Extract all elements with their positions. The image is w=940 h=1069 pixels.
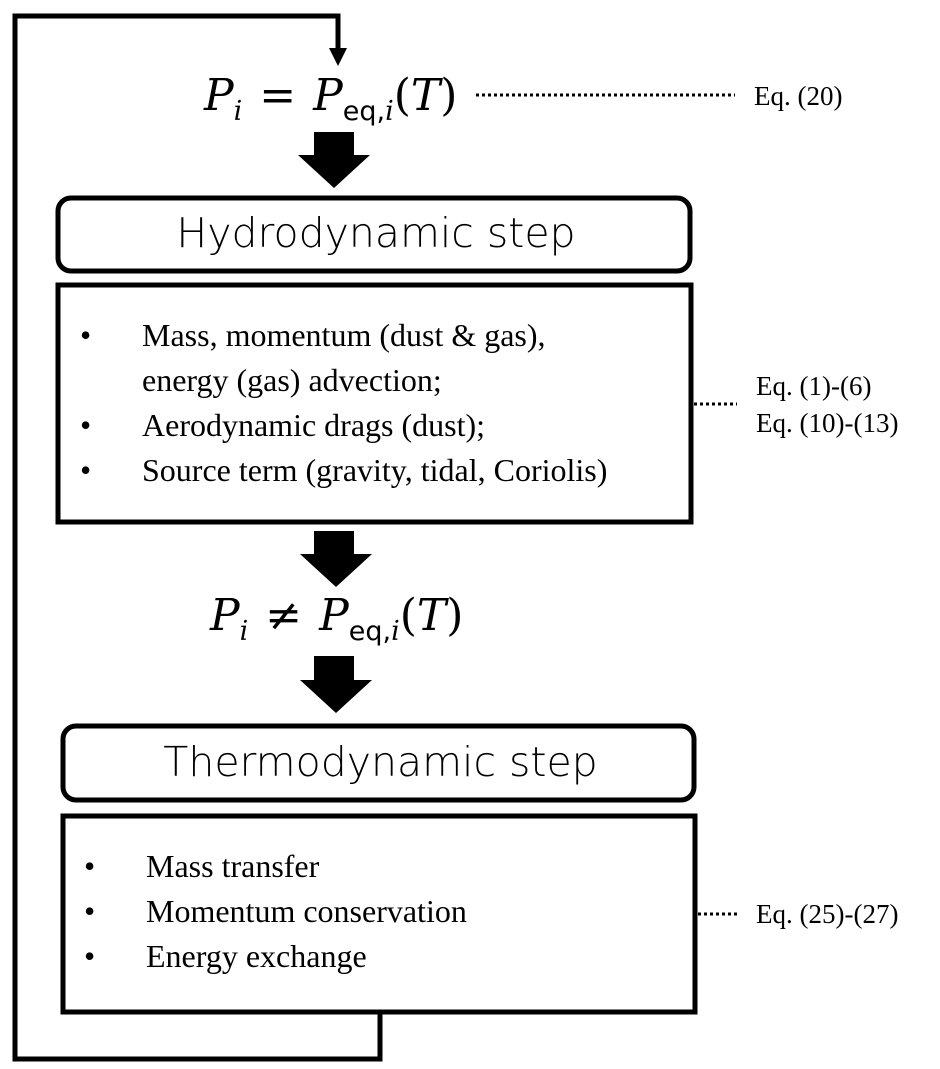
list-item: energy (gas) advection; [80, 358, 607, 403]
eq-ref-20: Eq. (20) [754, 81, 843, 111]
list-item-text: Momentum conservation [146, 893, 467, 929]
bullet: • [80, 452, 92, 488]
hydro-step-title: Hydrodynamic step [176, 209, 576, 257]
list-item: • Aerodynamic drags (dust); [80, 403, 607, 448]
formula-equilibrium: Pi = Peq,i(T) [204, 70, 458, 127]
list-item: • Energy exchange [84, 934, 467, 979]
bullet: • [84, 848, 96, 884]
hydro-title-box [55, 195, 693, 274]
bullet: • [80, 317, 92, 353]
thermo-content-box [60, 813, 698, 1015]
thermo-title-box [60, 723, 697, 803]
list-item: • Mass, momentum (dust & gas), [80, 313, 607, 358]
list-item-text: Mass transfer [146, 848, 320, 884]
hydro-items-list: • Mass, momentum (dust & gas), energy (g… [80, 313, 607, 493]
list-item-text: energy (gas) advection; [142, 362, 442, 398]
thermo-items-list: • Mass transfer • Momentum conservation … [84, 844, 467, 979]
eq-ref-10-13: Eq. (10)-(13) [756, 408, 899, 438]
down-arrow-3 [300, 656, 372, 713]
list-item-text: Energy exchange [146, 938, 367, 974]
loop-back-arrowhead [329, 48, 347, 66]
down-arrow-2 [300, 531, 372, 587]
bullet: • [84, 938, 96, 974]
hydro-content-box [55, 282, 694, 525]
list-item-text: Mass, momentum (dust & gas), [142, 317, 546, 353]
list-item-text: Source term (gravity, tidal, Coriolis) [142, 452, 608, 488]
bullet: • [84, 893, 96, 929]
loop-back-line [12, 13, 383, 1062]
list-item: • Momentum conservation [84, 889, 467, 934]
eq-ref-1-6: Eq. (1)-(6) [756, 371, 872, 401]
eq-ref-25-27: Eq. (25)-(27) [756, 899, 899, 929]
list-item: • Mass transfer [84, 844, 467, 889]
formula-non-equilibrium: Pi ≠ Peq,i(T) [210, 590, 464, 647]
down-arrow-1 [298, 132, 370, 188]
bullet: • [80, 407, 92, 443]
list-item: • Source term (gravity, tidal, Coriolis) [80, 448, 607, 493]
list-item-text: Aerodynamic drags (dust); [142, 407, 486, 443]
thermo-step-title: Thermodynamic step [163, 738, 598, 786]
